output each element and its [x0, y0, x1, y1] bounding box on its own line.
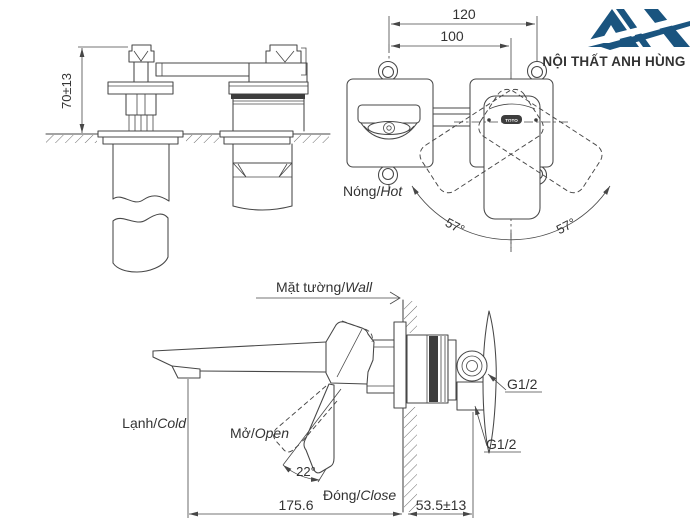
wall-hatch [404, 301, 417, 333]
company-logo: NỘI THẤT ANH HÙNG [542, 9, 690, 69]
close-label-vi: Đóng/ [323, 487, 360, 503]
thread-top-label: G1/2 [507, 376, 538, 392]
spout [152, 341, 327, 352]
aerator [171, 365, 201, 379]
wall-depth-dimension: 53.5±13 [416, 497, 467, 513]
close-label-en: Close [360, 487, 396, 503]
valve-cartridge-body [406, 334, 449, 404]
valve-upper-body [248, 62, 308, 83]
lever-open [273, 385, 327, 453]
handle-body [325, 321, 375, 385]
front-view: 70±13 [45, 44, 331, 273]
cold-label-en: Cold [157, 415, 187, 431]
union-nut [456, 350, 488, 382]
wall-label: Mặt tường/Wall [276, 279, 373, 295]
thread-bottom-label: G1/2 [486, 436, 517, 452]
swing-angle-right-label: 57° [554, 215, 578, 237]
hole-pitch-dimension: 120 [452, 6, 476, 22]
close-label: Đóng/Close [323, 487, 396, 503]
open-label: Mở/Open [230, 425, 289, 441]
spout-reach-dimension: 175.6 [278, 497, 313, 513]
ground-hatch [46, 135, 97, 143]
open-angle-label: 22° [296, 464, 316, 479]
spout-cap [128, 44, 155, 63]
valve-pitch-dimension: 100 [440, 28, 464, 44]
escutcheon [393, 321, 407, 409]
wall-label-en: Wall [345, 279, 373, 295]
open-label-vi: Mở/ [230, 425, 255, 441]
lever-closed [303, 383, 335, 474]
wall-label-vi: Mặt tường/ [276, 279, 345, 295]
hot-label-vi: Nóng/ [343, 183, 380, 199]
cold-label-vi: Lạnh/ [122, 415, 157, 431]
mounting-bracket [482, 310, 497, 454]
brand-label: TOTO [505, 118, 518, 123]
cold-label: Lạnh/Cold [122, 415, 187, 431]
side-view: Mặt tường/Wall [122, 279, 542, 518]
swing-angle-left-label: 57° [443, 215, 467, 237]
valve-rear-body [456, 381, 488, 411]
logo-mark [580, 9, 690, 50]
hot-label: Nóng/Hot [343, 183, 403, 199]
company-name: NỘI THẤT ANH HÙNG [542, 54, 685, 69]
hot-label-en: Hot [380, 183, 403, 199]
brand-badge [501, 115, 522, 124]
height-dimension-label: 70±13 [59, 73, 74, 109]
plan-view: 120 100 TOTO 57° [343, 6, 611, 252]
open-label-en: Open [255, 425, 289, 441]
handle-plan-outline [483, 95, 541, 220]
